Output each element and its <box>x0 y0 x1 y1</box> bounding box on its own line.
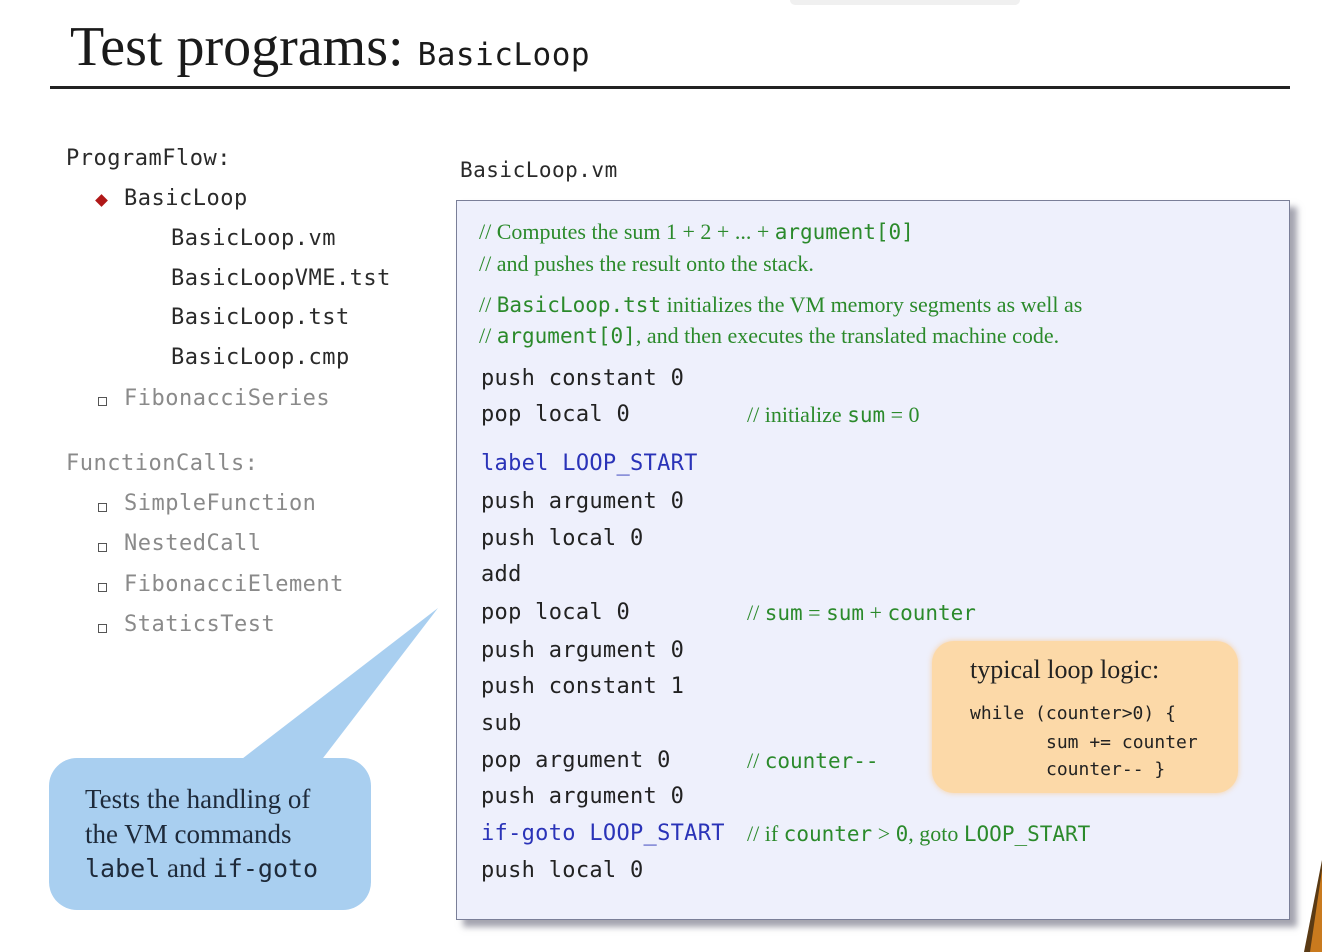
code-listing: // Computes the sum 1 + 2 + ... + argume… <box>456 200 1290 920</box>
title-program-name: BasicLoop <box>417 37 591 73</box>
header-comment-3: // BasicLoop.tst initializes the VM memo… <box>479 292 1083 317</box>
nav-item-nested-call[interactable]: NestedCall <box>124 531 262 556</box>
nav-item-fibonacci-element[interactable]: FibonacciElement <box>124 572 344 597</box>
comment-sum-update: // sum = sum + counter <box>747 600 976 625</box>
code-line: push argument 0 <box>481 489 685 514</box>
code-line-label: label LOOP_START <box>481 451 698 476</box>
nav-file-basic-loop-tst[interactable]: BasicLoop.tst <box>171 305 350 330</box>
callout-line-3: label and if-goto <box>85 853 319 883</box>
code-line-if-goto: if-goto LOOP_START <box>481 821 725 846</box>
nav-item-basic-loop[interactable]: BasicLoop <box>124 186 248 211</box>
loop-logic-note: typical loop logic: while (counter>0) { … <box>932 641 1238 793</box>
square-bullet-icon <box>98 397 107 406</box>
code-line: push local 0 <box>481 858 644 883</box>
nav-file-basic-loop-vm[interactable]: BasicLoop.vm <box>171 226 336 251</box>
nav-file-basic-loop-cmp[interactable]: BasicLoop.cmp <box>171 345 350 370</box>
code-line: push argument 0 <box>481 784 685 809</box>
nav-item-simple-function[interactable]: SimpleFunction <box>124 491 317 516</box>
slide-title: Test programs: BasicLoop <box>70 12 590 90</box>
title-text: Test programs: <box>70 16 404 78</box>
function-calls-heading: FunctionCalls: <box>66 451 259 476</box>
callout-bubble: Tests the handling of the VM commands la… <box>49 758 371 910</box>
program-flow-heading: ProgramFlow: <box>66 146 231 171</box>
loop-note-line: while (counter>0) { <box>970 703 1176 724</box>
code-line: sub <box>481 711 522 736</box>
callout-line-1: Tests the handling of <box>85 784 311 814</box>
nav-item-statics-test[interactable]: StaticsTest <box>124 612 276 637</box>
loop-note-title: typical loop logic: <box>970 655 1160 684</box>
header-comment-1: // Computes the sum 1 + 2 + ... + argume… <box>479 219 914 244</box>
loop-note-line: sum += counter <box>1046 732 1198 753</box>
comment-if-goto: // if counter > 0, goto LOOP_START <box>747 821 1091 846</box>
code-line: pop local 0 <box>481 402 630 427</box>
code-line: pop argument 0 <box>481 748 671 773</box>
edge-decoration <box>1304 860 1322 952</box>
square-bullet-icon <box>98 583 107 592</box>
code-line: push constant 1 <box>481 674 685 699</box>
nav-file-basic-loop-vme-tst[interactable]: BasicLoopVME.tst <box>171 266 391 291</box>
comment-initialize-sum: // initialize sum = 0 <box>747 402 920 427</box>
code-line: push constant 0 <box>481 366 685 391</box>
square-bullet-icon <box>98 624 107 633</box>
code-line: push argument 0 <box>481 638 685 663</box>
square-bullet-icon <box>98 503 107 512</box>
code-file-label: BasicLoop.vm <box>460 158 618 182</box>
title-rule <box>50 86 1290 89</box>
square-bullet-icon <box>98 543 107 552</box>
top-decoration <box>790 0 1020 5</box>
code-line: add <box>481 562 522 587</box>
callout-line-2: the VM commands <box>85 819 292 849</box>
header-comment-4: // argument[0], and then executes the tr… <box>479 323 1060 348</box>
comment-counter-decrement: // counter-- <box>747 748 879 773</box>
code-line: pop local 0 <box>481 600 630 625</box>
nav-item-fibonacci-series[interactable]: FibonacciSeries <box>124 386 331 411</box>
header-comment-2: // and pushes the result onto the stack. <box>479 251 814 276</box>
code-line: push local 0 <box>481 526 644 551</box>
loop-note-line: counter-- } <box>1046 759 1166 780</box>
